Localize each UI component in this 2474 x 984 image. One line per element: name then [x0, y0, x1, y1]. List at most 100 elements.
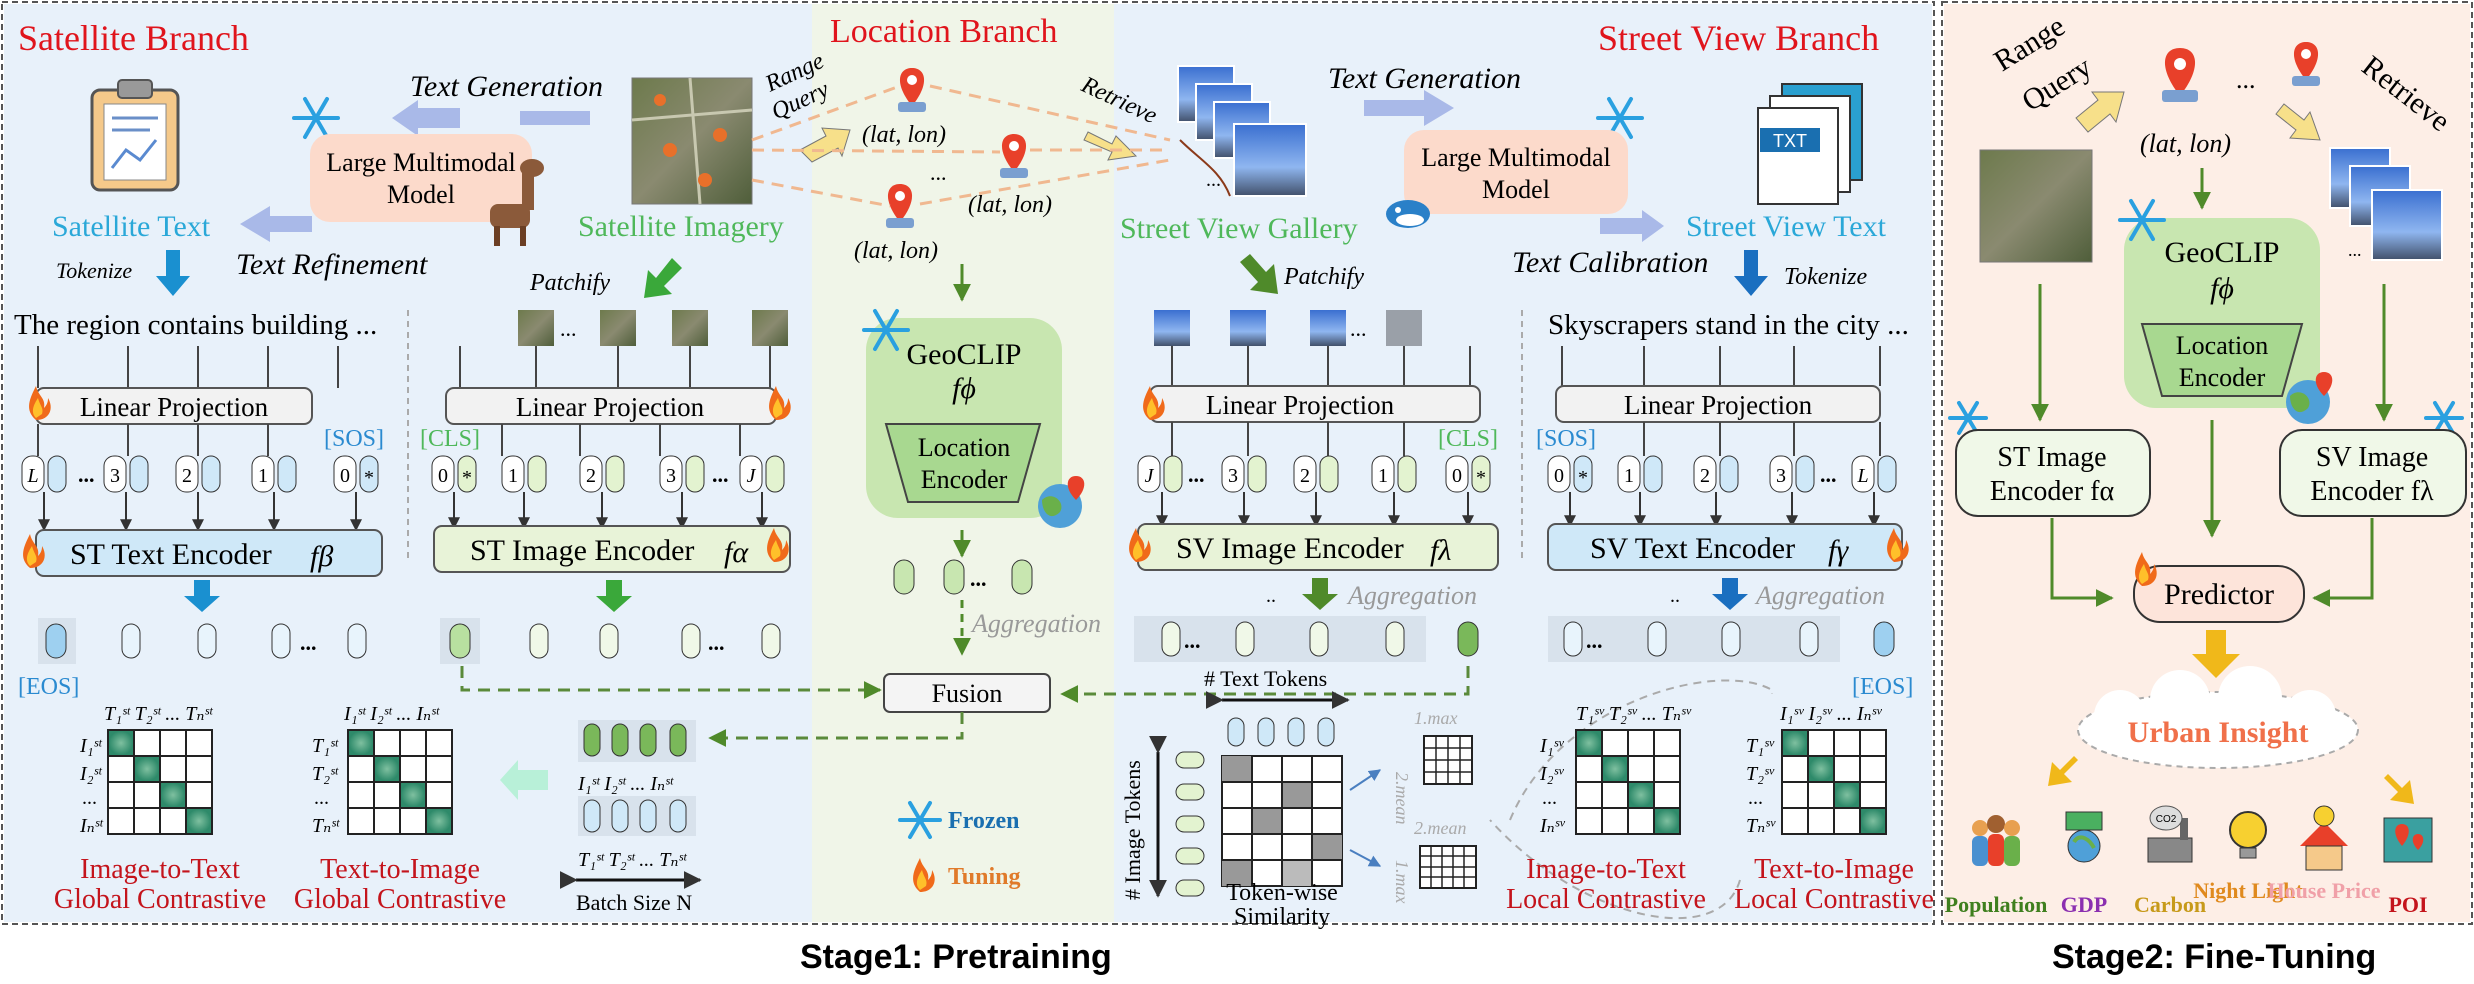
svg-text:...: ... [970, 566, 987, 591]
output-night-light: Night Light [2193, 878, 2303, 903]
s2-satellite-image [1979, 149, 2093, 263]
sv-image-embeddings: ... [1134, 616, 1479, 662]
svg-text:Text Calibration: Text Calibration [1512, 246, 1708, 279]
svg-text:T₂ˢᵛ: T₂ˢᵛ [1746, 763, 1775, 785]
fire-icon [29, 386, 51, 420]
svg-text:2: 2 [586, 465, 596, 487]
svg-text:L: L [1856, 465, 1868, 487]
svg-text:ST Image: ST Image [1997, 442, 2106, 473]
text-refinement-arrow [240, 206, 312, 242]
svg-text:0: 0 [1554, 465, 1564, 487]
similarity-grid [1221, 755, 1343, 887]
svg-text:fα: fα [724, 536, 749, 569]
sat-lmm-box [310, 134, 532, 222]
max-grid [1423, 735, 1473, 785]
location-encoder-box [884, 423, 1042, 503]
svg-text:ST Text Encoder: ST Text Encoder [70, 538, 272, 571]
svg-text:L: L [26, 465, 38, 487]
svg-text:...: ... [560, 316, 577, 341]
svg-text:...: ... [1206, 169, 1221, 191]
location-pins [886, 68, 1028, 228]
sat-tokenize-label: Tokenize [56, 258, 132, 283]
svg-text:Image-to-Text: Image-to-Text [1526, 854, 1686, 885]
svg-text:T₂ˢᵗ: T₂ˢᵗ [312, 763, 339, 785]
svg-text:J: J [747, 465, 757, 487]
s2-street-images: ... [2329, 147, 2443, 261]
svg-text:2: 2 [182, 465, 192, 487]
output-poi: POI [2388, 892, 2427, 917]
svg-text:...: ... [2236, 65, 2256, 94]
street-branch-title: Street View Branch [1598, 18, 1879, 58]
svg-text:...: ... [82, 787, 97, 809]
svg-text:(lat, lon): (lat, lon) [968, 192, 1052, 218]
svg-text:3: 3 [1776, 465, 1786, 487]
st-text-token-lines [37, 346, 339, 388]
svg-text:# Text Tokens: # Text Tokens [1204, 666, 1327, 691]
sat-tokenize-arrow [156, 250, 190, 296]
night-light-icon [2229, 811, 2267, 859]
svg-text:*: * [1578, 467, 1588, 489]
svg-text:0: 0 [438, 465, 448, 487]
svg-text:fϕ: fϕ [952, 372, 976, 405]
svg-text:fβ: fβ [310, 540, 333, 573]
svg-text:2.mean: 2.mean [1392, 772, 1412, 825]
sv-patches: ... [1154, 310, 1422, 346]
svg-text:Street View Text: Street View Text [1686, 210, 1887, 243]
svg-text:Aggregation: Aggregation [1754, 581, 1885, 610]
sat-satellite-text: Satellite Text [52, 210, 211, 243]
sv-text-embeddings: ... [1548, 616, 1895, 662]
svg-text:Predictor: Predictor [2164, 578, 2274, 611]
svg-text:Tₙˢᵗ: Tₙˢᵗ [312, 815, 340, 837]
svg-text:...: ... [712, 462, 729, 487]
svg-text:Location: Location [918, 433, 1010, 462]
svg-text:...: ... [1188, 462, 1205, 487]
svg-text:T₁ˢᵗ: T₁ˢᵗ [312, 735, 339, 757]
matrix-1 [107, 729, 213, 835]
sat-text-generation-label: Text Generation [410, 70, 603, 103]
svg-text:(lat, lon): (lat, lon) [2140, 129, 2231, 158]
s2-sv-image-encoder [2279, 429, 2467, 517]
svg-text:...: ... [708, 630, 725, 655]
sv-text-tokens: 0 * 1 2 3 ... L [1547, 455, 1897, 493]
sv-text-linear-projection [1555, 385, 1881, 423]
svg-text:ST Image Encoder: ST Image Encoder [470, 534, 694, 567]
svg-text:T₁ˢᵛ: T₁ˢᵛ [1746, 735, 1775, 757]
svg-text:1: 1 [1624, 465, 1634, 487]
svg-text:Skyscrapers stand in the city: Skyscrapers stand in the city ... [1548, 309, 1909, 341]
svg-text:..: .. [1670, 585, 1680, 607]
st-text-tokens: L ... 3 2 1 0 * [21, 455, 379, 493]
population-icon [1972, 815, 2020, 866]
svg-text:Token-wise: Token-wise [1226, 880, 1338, 906]
sat-lmm-line2: Model [387, 180, 455, 209]
svg-text:J: J [1145, 465, 1155, 487]
s2-range-query-arrow [2075, 91, 2125, 133]
s2-down-arrow [2192, 630, 2240, 678]
svg-text:Fusion: Fusion [932, 679, 1003, 708]
svg-text:...: ... [1586, 628, 1603, 653]
svg-text:Aggregation: Aggregation [970, 609, 1101, 638]
sv-tokenize-arrow [1734, 250, 1768, 296]
svg-text:Model: Model [1482, 175, 1550, 204]
svg-text:Linear Projection: Linear Projection [1624, 390, 1813, 420]
svg-text:1: 1 [1378, 465, 1388, 487]
svg-text:GeoCLIP: GeoCLIP [2165, 236, 2280, 269]
output-population: Population [1945, 892, 2048, 917]
matrix-2 [347, 729, 453, 835]
output-house-price: House Price [2267, 878, 2380, 903]
svg-text:Global Contrastive: Global Contrastive [294, 884, 506, 915]
svg-text:...: ... [1542, 787, 1557, 809]
svg-text:Linear Projection: Linear Projection [80, 392, 269, 422]
svg-text:I₁ˢᵗ: I₁ˢᵗ [79, 735, 103, 757]
svg-text:Batch Size N: Batch Size N [576, 890, 692, 915]
clipboard-icon [90, 79, 180, 192]
svg-text:..: .. [1266, 585, 1276, 607]
street-images: ... [1177, 65, 1307, 197]
svg-text:*: * [364, 467, 374, 489]
svg-text:Text-to-Image: Text-to-Image [1754, 854, 1914, 885]
svg-text:Encoder: Encoder [921, 465, 1008, 494]
st-text-token-lines2 [37, 424, 269, 456]
svg-text:Text-to-Image: Text-to-Image [320, 854, 480, 885]
whale-icon [1386, 200, 1430, 228]
svg-text:Linear Projection: Linear Projection [1206, 390, 1395, 420]
